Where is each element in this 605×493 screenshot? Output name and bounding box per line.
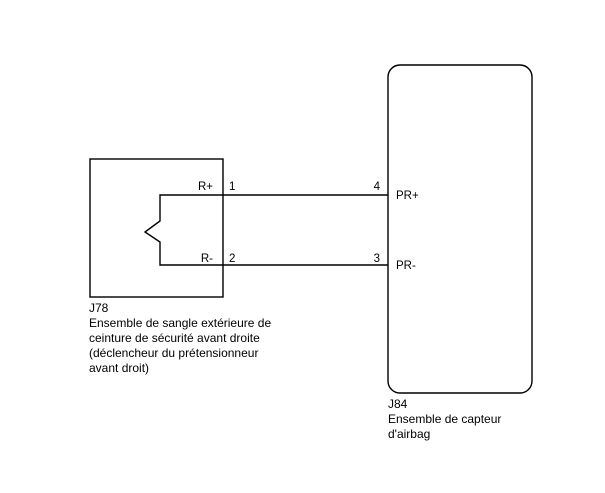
pin-signal-r-minus: R- (201, 253, 213, 265)
airbag-sensor-box (387, 64, 533, 394)
pin-number-4: 4 (374, 181, 381, 193)
left-component-desc-line-4: avant droit) (89, 361, 149, 375)
pin-signal-pr-plus: PR+ (396, 190, 419, 202)
pretensioner-box (89, 158, 224, 298)
right-component-desc-line-1: Ensemble de capteur (388, 412, 501, 426)
right-component-desc-line-2: d'airbag (388, 427, 430, 441)
squib-element (143, 194, 223, 266)
left-component-desc-line-2: ceinture de sécurité avant droite (89, 331, 260, 345)
pin-number-1: 1 (229, 181, 235, 193)
pin-signal-pr-minus: PR- (396, 260, 416, 272)
left-component-desc-line-3: (déclencheur du prétensionneur (89, 346, 258, 360)
pin-signal-r-plus: R+ (198, 181, 213, 193)
pin-number-3: 3 (374, 253, 380, 265)
right-component-code: J84 (388, 397, 408, 411)
pin-number-2: 2 (229, 253, 235, 265)
left-component-desc-line-1: Ensemble de sangle extérieure de (89, 316, 271, 330)
left-component-code: J78 (89, 301, 109, 315)
